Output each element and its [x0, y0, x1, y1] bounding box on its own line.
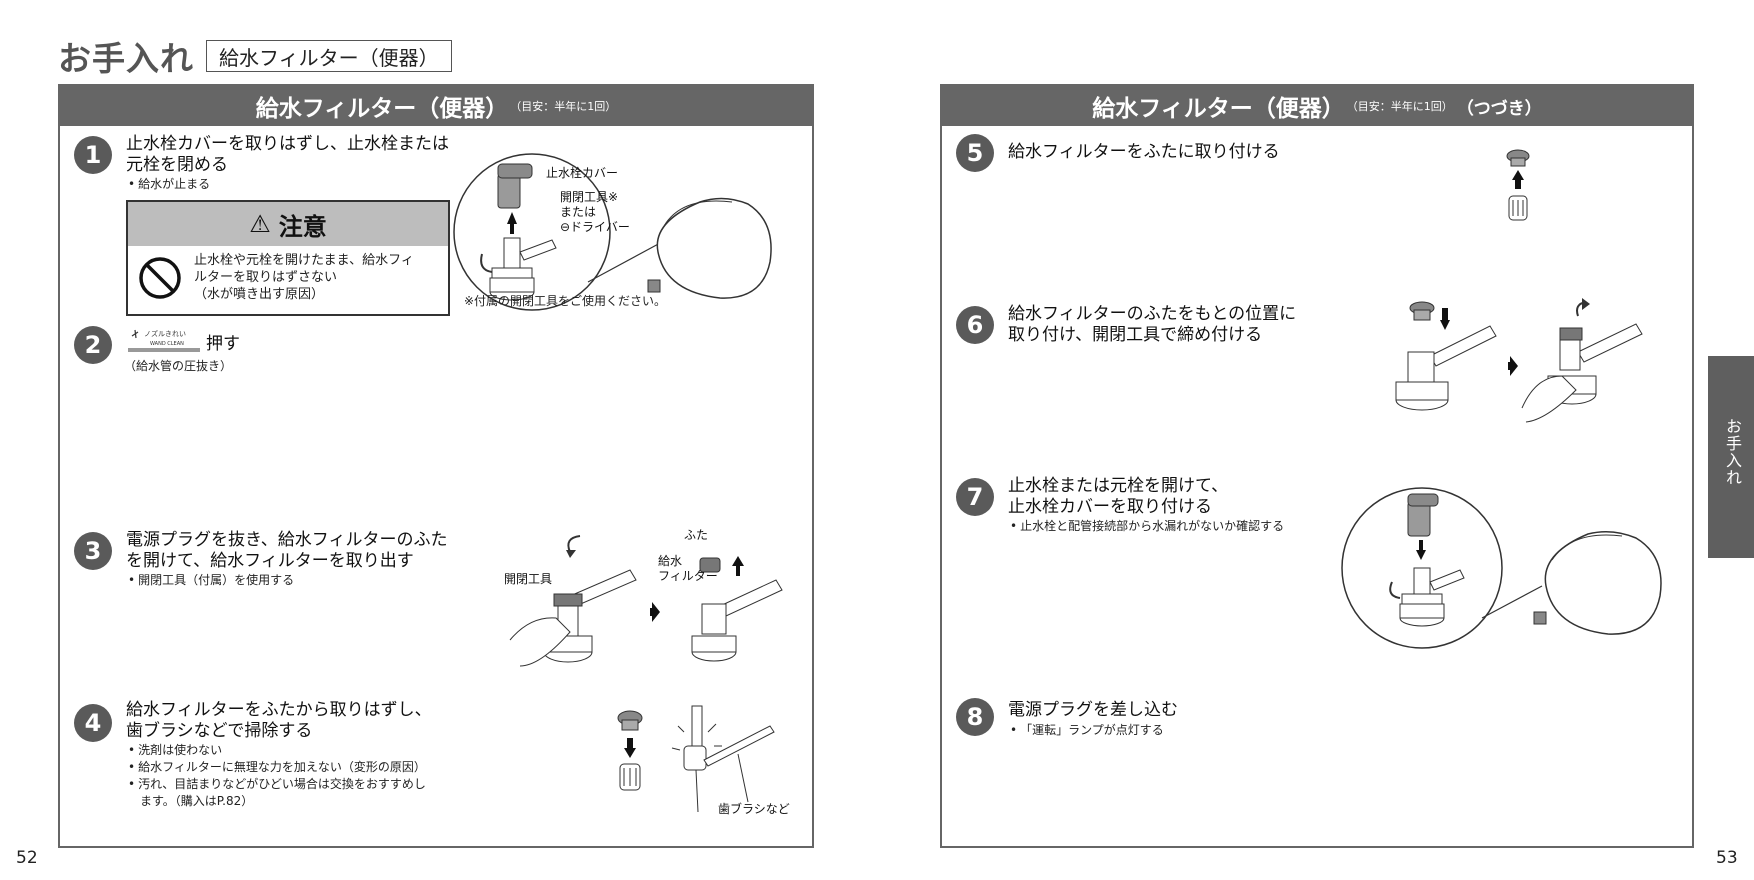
label-opening-tool: 開閉工具 — [504, 572, 553, 586]
caution-title: 注意 — [278, 212, 327, 241]
caution-body: 止水栓や元栓を開けたまま、給水フィ ルターを取りはずさない （水が噴き出す原因） — [128, 246, 448, 314]
wand-clean-button-icon: ノズルきれい WAND CLEAN — [128, 329, 200, 352]
prohibited-icon — [139, 257, 181, 299]
step-3-illustration — [509, 535, 783, 667]
step-2-number: 2 — [74, 326, 112, 364]
step-4-number: 4 — [74, 704, 112, 742]
step-8-number: 8 — [956, 698, 994, 736]
step-1-number: 1 — [74, 136, 112, 174]
page-number-right: 53 — [1716, 848, 1738, 868]
label-stopcock-cover: 止水栓カバー — [546, 166, 619, 180]
step-7-number: 7 — [956, 478, 994, 516]
right-panel-header: 給水フィルター（便器） （目安：半年に1回） （つづき） — [942, 86, 1692, 126]
label-toothbrush: 歯ブラシなど — [718, 802, 790, 816]
button-label-top: ノズルきれい — [144, 329, 186, 338]
label-tool-line-3: ⊖ドライバー — [560, 220, 630, 234]
caution-header: ⚠ 注意 — [128, 202, 448, 246]
caution-text: 止水栓や元栓を開けたまま、給水フィ ルターを取りはずさない （水が噴き出す原因） — [194, 252, 414, 303]
step-3-title-line-2: を開けて、給水フィルターを取り出す — [126, 551, 414, 571]
step-4-note-1: 洗剤は使わない — [128, 742, 222, 758]
step-7-illustration — [1341, 487, 1662, 649]
left-panel-title-note: （目安：半年に1回） — [510, 100, 617, 113]
step-2-note: （給水管の圧抜き） — [124, 359, 233, 373]
step-2-title: 押す — [206, 334, 240, 354]
side-index-tab[interactable]: お手入れ — [1708, 356, 1754, 558]
right-panel-title-continued: （つづき） — [1456, 98, 1542, 119]
label-tool-line-2: または — [560, 205, 597, 219]
step-6-number: 6 — [956, 306, 994, 344]
step-3-note: 開閉工具（付属）を使用する — [128, 572, 294, 588]
step-5-number: 5 — [956, 134, 994, 172]
left-panel-header: 給水フィルター（便器） （目安：半年に1回） — [60, 86, 812, 126]
step-1-title-line-2: 元栓を閉める — [126, 155, 228, 175]
step-4-illustration — [617, 705, 775, 813]
footnote: ※付属の開閉工具をご使用ください。 — [464, 294, 667, 308]
label-lid: ふた — [684, 528, 709, 542]
label-filter-line-2: フィルター — [658, 569, 718, 583]
right-panel-title-note: （目安：半年に1回） — [1346, 100, 1453, 113]
left-panel-title: 給水フィルター（便器） — [255, 96, 509, 122]
step-1-note: 給水が止まる — [128, 176, 210, 192]
label-filter-line-1: 給水 — [658, 554, 683, 568]
step-6-illustration — [1395, 298, 1643, 423]
step-7-note: 止水栓と配管接続部から水漏れがないか確認する — [1010, 518, 1284, 534]
step-4-title-line-2: 歯ブラシなどで掃除する — [126, 721, 313, 741]
side-tab-label: お手入れ — [1723, 418, 1742, 486]
warning-triangle-icon: ⚠ — [249, 210, 271, 238]
step-4-note-4: ます。（購入はP.82） — [140, 794, 254, 808]
step-5-illustration — [1506, 149, 1530, 221]
page-number-left: 52 — [16, 848, 38, 868]
step-3-title-line-1: 電源プラグを抜き、給水フィルターのふた — [126, 530, 448, 550]
right-panel-title: 給水フィルター（便器） — [1092, 96, 1345, 122]
step-1-title-line-1: 止水栓カバーを取りはずし、止水栓または — [126, 134, 449, 154]
page-heading: お手入れ 給水フィルター（便器） — [58, 32, 452, 80]
caution-line-3: （水が噴き出す原因） — [194, 287, 325, 302]
step-3-number: 3 — [74, 532, 112, 570]
step-4-note-2: 給水フィルターに無理な力を加えない（変形の原因） — [128, 759, 426, 775]
section-subtitle: 給水フィルター（便器） — [206, 40, 452, 72]
step-8-title: 電源プラグを差し込む — [1008, 700, 1178, 720]
caution-line-1: 止水栓や元栓を開けたまま、給水フィ — [194, 253, 414, 268]
step-4-note-3: 汚れ、目詰まりなどがひどい場合は交換をおすすめし — [128, 776, 426, 792]
button-label-bottom: WAND CLEAN — [150, 341, 184, 347]
step-1-illustration — [453, 153, 772, 311]
step-6-title-line-1: 給水フィルターのふたをもとの位置に — [1008, 304, 1297, 324]
section-title: お手入れ — [58, 39, 194, 78]
right-panel: 給水フィルター（便器） （目安：半年に1回） （つづき） 5 給水フィルターをふ… — [940, 84, 1694, 848]
caution-line-2: ルターを取りはずさない — [194, 270, 338, 285]
step-7-title-line-2: 止水栓カバーを取り付ける — [1008, 497, 1212, 517]
caution-box: ⚠ 注意 止水栓や元栓を開けたまま、給水フィ ルターを取りはずさない （水が噴き… — [126, 200, 450, 316]
step-8-note: 「運転」ランプが点灯する — [1010, 722, 1164, 738]
step-4-title-line-1: 給水フィルターをふたから取りはずし、 — [126, 700, 432, 720]
label-tool-line-1: 開閉工具※ — [560, 190, 619, 204]
step-6-title-line-2: 取り付け、開閉工具で締め付ける — [1008, 325, 1263, 345]
step-5-title: 給水フィルターをふたに取り付ける — [1008, 142, 1280, 162]
step-7-title-line-1: 止水栓または元栓を開けて、 — [1008, 476, 1229, 496]
left-panel: 給水フィルター（便器） （目安：半年に1回） 1 止水栓カバーを取りはずし、止水… — [58, 84, 814, 848]
